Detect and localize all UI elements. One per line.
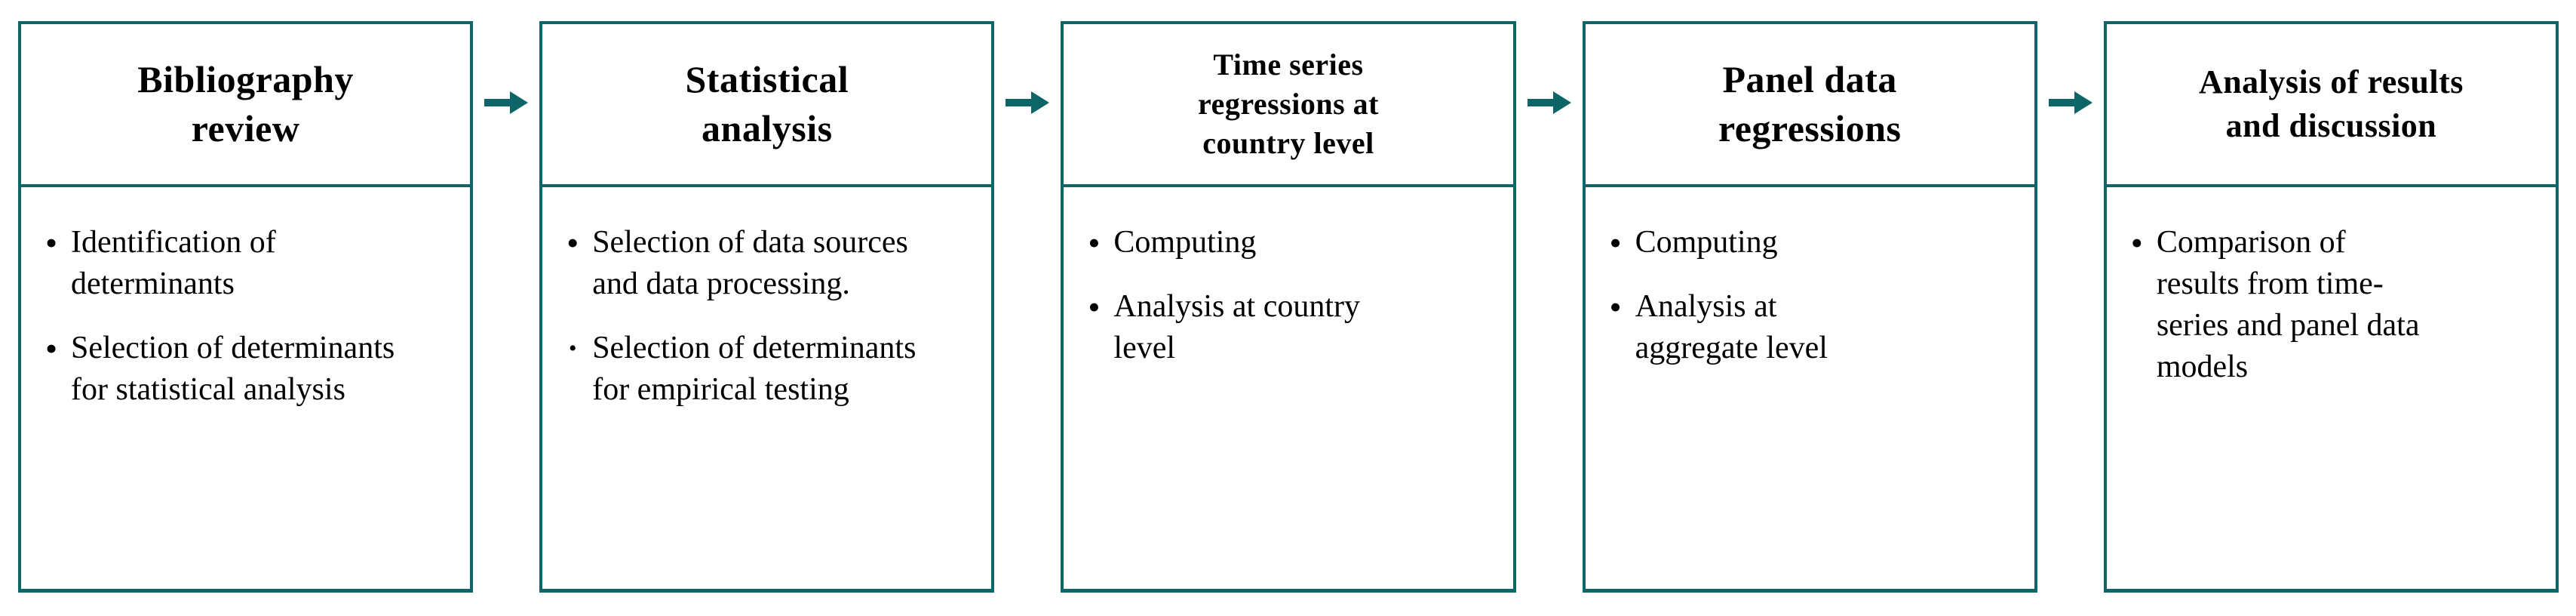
stage-title: Analysis of results and discussion (2199, 60, 2464, 148)
bullet-icon: • (45, 223, 58, 262)
title-line: Time series (1213, 48, 1364, 82)
title-line: regressions at (1198, 87, 1379, 121)
bullet-list: • Identification of determinants • Selec… (32, 222, 456, 411)
arrow-right-icon (1006, 91, 1050, 114)
stage-bibliography-review: Bibliography review • Identification of … (18, 21, 474, 593)
stage-title-box: Analysis of results and discussion (2103, 21, 2559, 187)
bullet-icon: • (45, 329, 58, 368)
stage-detail-box: • Identification of determinants • Selec… (18, 187, 474, 593)
list-item-text: Computing (1113, 225, 1257, 260)
title-line: analysis (702, 107, 833, 149)
stage-panel-data-regressions: Panel data regressions • Computing • Ana… (1582, 21, 2037, 593)
flow-connector (473, 21, 539, 593)
arrow-right-icon (484, 91, 529, 114)
stage-title: Bibliography review (137, 55, 354, 153)
stage-time-series-regressions: Time series regressions at country level… (1061, 21, 1516, 593)
stage-title: Panel data regressions (1718, 55, 1902, 153)
list-item-text: Comparison of results from time-series a… (2156, 225, 2420, 384)
stage-title-box: Time series regressions at country level (1061, 21, 1516, 187)
bullet-icon: • (1609, 223, 1622, 262)
title-line: review (191, 107, 300, 149)
stage-detail-box: • Selection of data sources and data pro… (539, 187, 995, 593)
list-item: • Analysis at country level (1074, 286, 1499, 369)
list-item: • Selection of determinants for statisti… (32, 328, 456, 411)
stage-title-box: Panel data regressions (1582, 21, 2037, 187)
list-item-text: Analysis at country level (1113, 289, 1361, 365)
list-item-text: Computing (1635, 225, 1778, 260)
arrow-right-icon (1527, 91, 1571, 114)
stage-title: Statistical analysis (686, 55, 849, 153)
title-line: Analysis of results (2198, 63, 2464, 100)
list-item-text: Selection of data sources and data proce… (592, 225, 908, 301)
list-item-text: Selection of determinants for statistica… (71, 331, 395, 407)
list-item-text: Identification of determinants (71, 225, 276, 301)
list-item: • Identification of determinants (32, 222, 456, 305)
stage-statistical-analysis: Statistical analysis • Selection of data… (539, 21, 995, 593)
list-item-text: Analysis at aggregate level (1635, 289, 1828, 365)
bullet-icon: • (2130, 223, 2143, 262)
bullet-icon: • (1088, 223, 1101, 262)
stage-detail-box: • Comparison of results from time-series… (2103, 187, 2559, 593)
title-line: Statistical (685, 58, 849, 100)
stage-title: Time series regressions at country level (1198, 45, 1379, 163)
list-item: • Comparison of results from time-series… (2117, 222, 2542, 388)
flow-connector (994, 21, 1061, 593)
stage-title-box: Statistical analysis (539, 21, 995, 187)
stage-title-box: Bibliography review (18, 21, 474, 187)
list-item: • Analysis at aggregate level (1596, 286, 2021, 369)
stage-detail-box: • Computing • Analysis at country level (1061, 187, 1516, 593)
list-item: • Computing (1596, 222, 2021, 263)
flow-connector (2037, 21, 2104, 593)
bullet-list: • Computing • Analysis at aggregate leve… (1596, 222, 2021, 369)
bullet-list: • Comparison of results from time-series… (2117, 222, 2542, 388)
title-line: Bibliography (137, 58, 354, 100)
bullet-list: • Computing • Analysis at country level (1074, 222, 1499, 369)
list-item: • Computing (1074, 222, 1499, 263)
title-line: and discussion (2225, 107, 2437, 144)
flow-connector (1516, 21, 1583, 593)
stage-detail-box: • Computing • Analysis at aggregate leve… (1582, 187, 2037, 593)
arrow-right-icon (2048, 91, 2092, 114)
title-line: country level (1202, 126, 1374, 160)
bullet-list: • Selection of data sources and data pro… (553, 222, 978, 411)
bullet-icon: • (1088, 288, 1101, 326)
bullet-icon: • (1609, 288, 1622, 326)
list-item: • Selection of determinants for empirica… (553, 328, 978, 411)
stage-analysis-of-results: Analysis of results and discussion • Com… (2103, 21, 2559, 593)
bullet-icon: • (568, 336, 577, 361)
title-line: regressions (1718, 107, 1902, 149)
title-line: Panel data (1722, 58, 1897, 100)
list-item: • Selection of data sources and data pro… (553, 222, 978, 305)
bullet-icon: • (566, 223, 579, 262)
list-item-text: Selection of determinants for empirical … (592, 331, 916, 407)
